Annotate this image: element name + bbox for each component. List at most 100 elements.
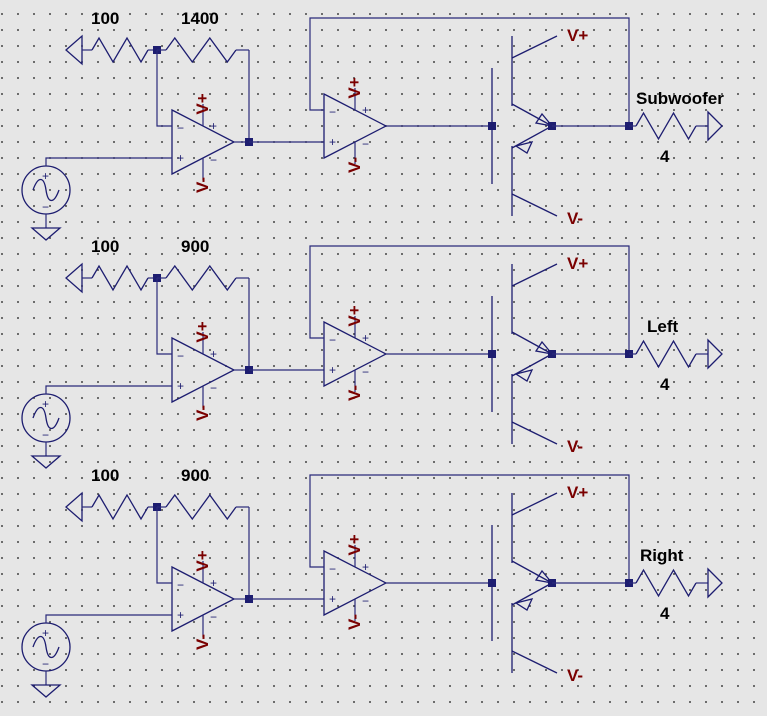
load-value-label: 4	[660, 147, 670, 166]
npn-collector-wire	[511, 492, 558, 516]
collector-vminus-label: V-	[567, 666, 583, 685]
ground-flag-icon	[65, 34, 83, 66]
buffer-opamp-vplus-mark: +	[362, 560, 369, 574]
feedback-resistor-label: 900	[181, 237, 209, 256]
pnp-arrow-icon	[514, 141, 534, 154]
source-wire	[45, 385, 172, 394]
pnp-emitter-wire	[511, 125, 553, 149]
pnp-arrow-icon	[514, 369, 534, 382]
source-wire	[45, 157, 172, 166]
pnp-collector-wire	[511, 421, 558, 445]
buffer-opamp-vplus-label: V+	[345, 534, 364, 555]
feedback-resistor-label: 1400	[181, 9, 219, 28]
buffer-opamp-vminus-label: V-	[345, 614, 364, 630]
gain-opamp-inv-mark: −	[177, 121, 184, 135]
source-plus-mark: +	[42, 397, 49, 411]
npn-emitter-wire	[511, 103, 553, 127]
inverting-input-wire	[156, 278, 172, 355]
buffer-opamp-inv-mark: −	[329, 333, 336, 347]
loop-feedback-wire	[309, 474, 630, 583]
ground-icon	[30, 684, 62, 698]
source-plus-mark: +	[42, 626, 49, 640]
pnp-emitter-wire	[511, 582, 553, 606]
gain-opamp-vplus-mark: +	[210, 576, 217, 590]
gain-opamp-noninv-mark: +	[177, 379, 184, 393]
npn-arrow-icon	[534, 569, 554, 584]
feedback-resistor-label: 900	[181, 466, 209, 485]
gain-opamp-vminus-mark: −	[210, 153, 217, 167]
buffer-opamp-vminus-mark: −	[362, 137, 369, 151]
input-resistor-label: 100	[91, 237, 119, 256]
feedback-resistor-symbol	[165, 264, 237, 292]
buffer-opamp-vminus-label: V-	[345, 385, 364, 401]
buffer-opamp-inv-mark: −	[329, 105, 336, 119]
feedback-resistor-symbol	[165, 493, 237, 521]
pnp-collector-wire	[511, 193, 558, 217]
source-wire	[45, 614, 172, 623]
source-minus-mark: −	[42, 428, 49, 442]
load-name-label: Left	[647, 317, 679, 336]
pnp-collector-wire	[511, 650, 558, 674]
feedback-resistor-symbol	[165, 36, 237, 64]
input-resistor-symbol	[91, 36, 149, 64]
gain-opamp-vminus-label: V-	[193, 177, 212, 193]
pnp-arrow-icon	[514, 598, 534, 611]
collector-vplus-label: V+	[567, 254, 588, 273]
collector-vminus-label: V-	[567, 209, 583, 228]
buffer-opamp-inv-mark: −	[329, 562, 336, 576]
source-minus-mark: −	[42, 200, 49, 214]
load-name-label: Subwoofer	[636, 89, 724, 108]
source-plus-mark: +	[42, 169, 49, 183]
gain-opamp-noninv-mark: +	[177, 608, 184, 622]
load-name-label: Right	[640, 546, 684, 565]
inverting-input-wire	[156, 50, 172, 127]
gain-opamp-noninv-mark: +	[177, 151, 184, 165]
load-value-label: 4	[660, 375, 670, 394]
ground-icon	[30, 455, 62, 469]
buffer-opamp-vminus-label: V-	[345, 157, 364, 173]
input-resistor-symbol	[91, 264, 149, 292]
sine-wave-icon	[32, 406, 60, 430]
buffer-opamp-vplus-mark: +	[362, 103, 369, 117]
sine-wave-icon	[32, 178, 60, 202]
buffer-opamp-vplus-label: V+	[345, 77, 364, 98]
npn-arrow-icon	[534, 340, 554, 355]
gain-opamp-vplus-label: V+	[193, 93, 212, 114]
npn-emitter-wire	[511, 331, 553, 355]
buffer-opamp-vplus-label: V+	[345, 305, 364, 326]
pnp-emitter-wire	[511, 353, 553, 377]
gain-opamp-vplus-label: V+	[193, 321, 212, 342]
gain-opamp-inv-mark: −	[177, 349, 184, 363]
source-minus-mark: −	[42, 657, 49, 671]
load-ground-flag-icon	[707, 338, 723, 370]
npn-emitter-wire	[511, 560, 553, 584]
gain-opamp-vminus-label: V-	[193, 405, 212, 421]
ground-icon	[30, 227, 62, 241]
gain-opamp-vminus-label: V-	[193, 634, 212, 650]
load-ground-flag-icon	[707, 110, 723, 142]
load-resistor-symbol	[635, 568, 697, 598]
loop-feedback-wire	[309, 17, 630, 126]
buffer-opamp-vplus-mark: +	[362, 331, 369, 345]
collector-vplus-label: V+	[567, 483, 588, 502]
load-resistor-symbol	[635, 111, 697, 141]
load-ground-flag-icon	[707, 567, 723, 599]
buffer-opamp-noninv-mark: +	[329, 592, 336, 606]
gain-opamp-vminus-mark: −	[210, 381, 217, 395]
load-value-label: 4	[660, 604, 670, 623]
collector-vplus-label: V+	[567, 26, 588, 45]
npn-arrow-icon	[534, 112, 554, 127]
ground-flag-icon	[65, 491, 83, 523]
input-resistor-label: 100	[91, 9, 119, 28]
buffer-opamp-vminus-mark: −	[362, 594, 369, 608]
gain-opamp-vplus-label: V+	[193, 550, 212, 571]
collector-vminus-label: V-	[567, 437, 583, 456]
loop-feedback-wire	[309, 245, 630, 354]
load-resistor-symbol	[635, 339, 697, 369]
gain-opamp-vplus-mark: +	[210, 119, 217, 133]
gain-opamp-vminus-mark: −	[210, 610, 217, 624]
gain-opamp-inv-mark: −	[177, 578, 184, 592]
